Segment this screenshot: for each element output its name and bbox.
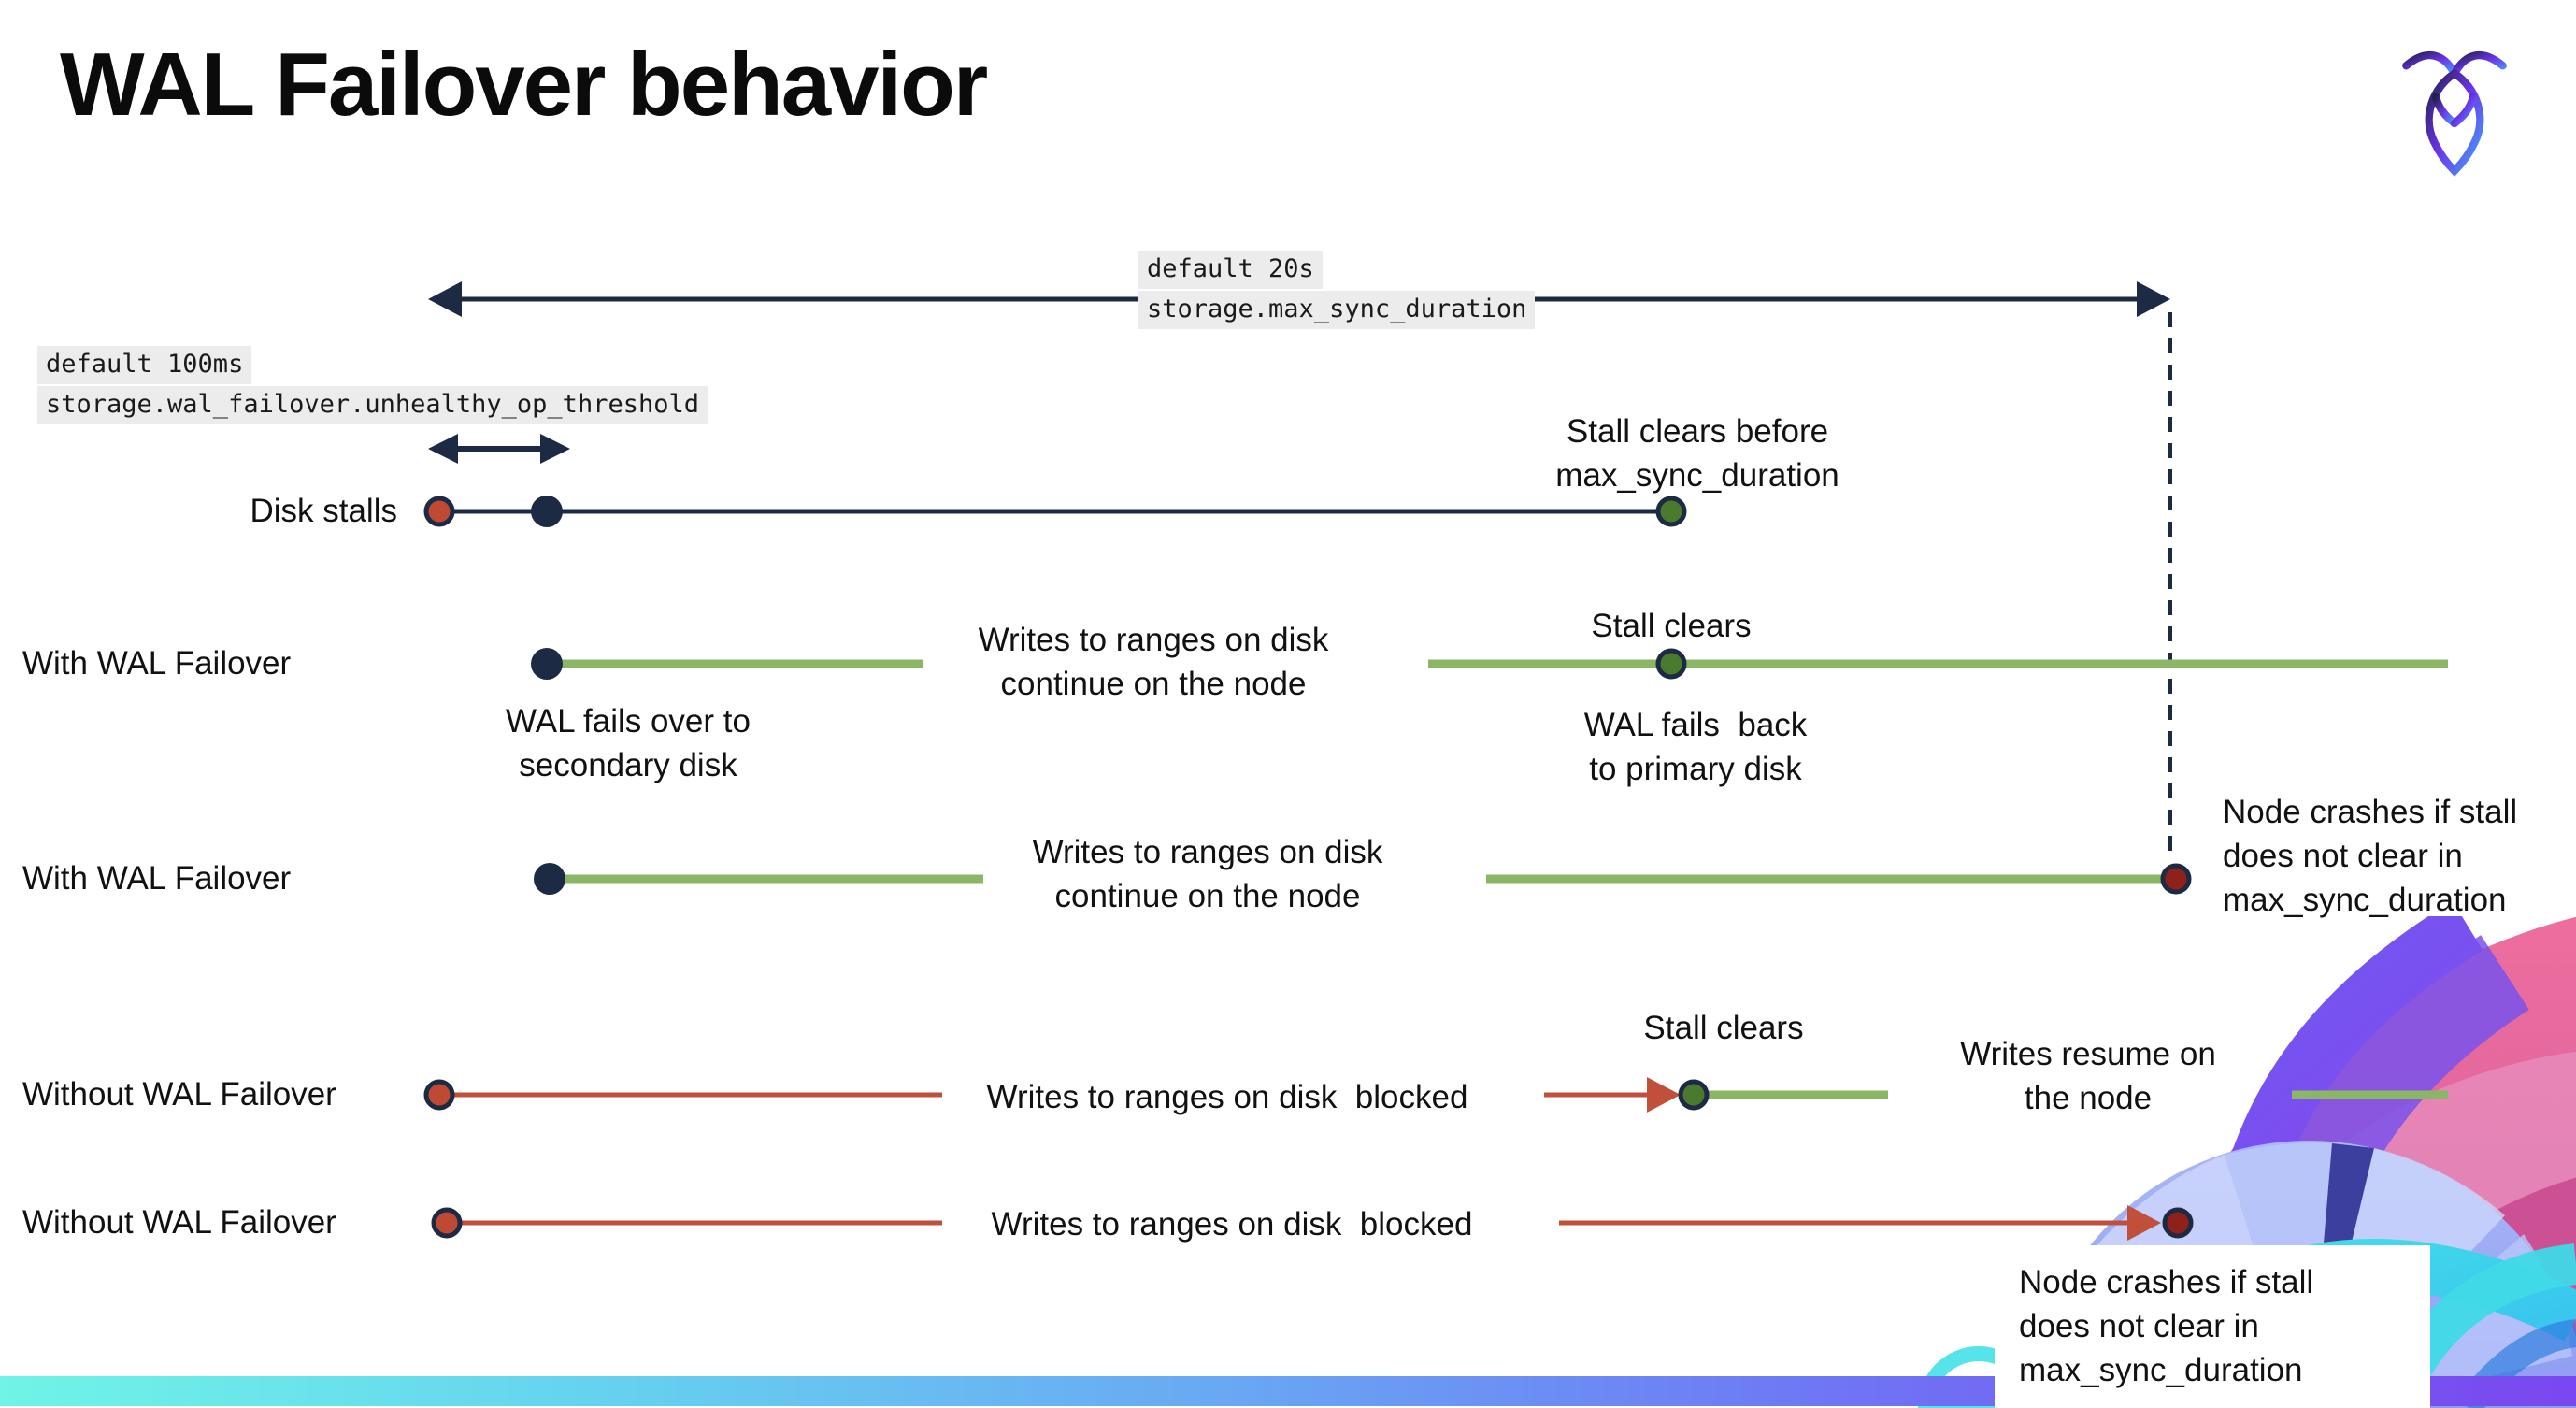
row-label-with-wal-failover-1: With WAL Failover bbox=[22, 645, 292, 682]
stall-start-dot-3 bbox=[431, 1207, 463, 1239]
timeline-with-failover-clears bbox=[531, 648, 2448, 680]
threshold-dot bbox=[531, 496, 563, 527]
threshold-setting-name: storage.wal_failover.unhealthy_op_thresh… bbox=[37, 386, 708, 424]
annotation-writes-blocked-2: Writes to ranges on disk blocked bbox=[991, 1206, 1473, 1243]
timeline-without-failover-crash bbox=[431, 1205, 2194, 1241]
max-sync-duration-caption: default 20s storage.max_sync_duration bbox=[1138, 251, 1536, 331]
timeline-with-failover-crash bbox=[534, 863, 2192, 895]
row-label-disk-stalls: Disk stalls bbox=[250, 493, 397, 529]
annotation-stall-clears-2: Stall clears bbox=[1643, 1010, 1804, 1046]
annotation-writes-continue-1: Writes to ranges on disk continue on the… bbox=[978, 622, 1329, 702]
annotation-writes-blocked-1: Writes to ranges on disk blocked bbox=[986, 1079, 1468, 1115]
threshold-default-value: default 100ms bbox=[37, 346, 252, 384]
page-title: WAL Failover behavior bbox=[60, 35, 988, 135]
row-label-without-wal-failover-2: Without WAL Failover bbox=[22, 1204, 336, 1241]
red-arrowhead bbox=[1647, 1077, 1681, 1113]
annotation-wal-fails-over: WAL fails over to secondary disk bbox=[506, 703, 751, 783]
max-sync-default-value: default 20s bbox=[1138, 251, 1323, 289]
stall-start-dot-2 bbox=[423, 1079, 455, 1111]
timeline-disk-stalls bbox=[423, 496, 1687, 527]
red-arrowhead-2 bbox=[2127, 1205, 2161, 1241]
annotation-node-crashes-1: Node crashes if stall does not clear in … bbox=[2223, 794, 2518, 918]
failover-dot bbox=[531, 648, 563, 680]
node-crash-dot bbox=[2160, 863, 2192, 895]
stall-clears-dot-2 bbox=[1678, 1079, 1710, 1111]
stall-start-dot bbox=[423, 496, 455, 527]
annotation-writes-resume: Writes resume on the node bbox=[1960, 1036, 2216, 1116]
annotation-wal-fails-back: WAL fails back to primary disk bbox=[1583, 707, 1808, 787]
timeline-without-failover-clears bbox=[423, 1077, 2448, 1113]
node-crash-dot-2 bbox=[2162, 1207, 2194, 1239]
node-crash-callout-box: Node crashes if stall does not clear in … bbox=[1995, 1245, 2430, 1408]
node-crash-callout-text: Node crashes if stall does not clear in … bbox=[2019, 1264, 2314, 1388]
stall-clears-dot bbox=[1655, 496, 1687, 527]
failback-dot bbox=[1655, 648, 1687, 680]
cockroachdb-logo-icon bbox=[2402, 50, 2507, 177]
row-label-without-wal-failover-1: Without WAL Failover bbox=[22, 1076, 336, 1113]
annotation-stall-clears-before: Stall clears before max_sync_duration bbox=[1555, 413, 1839, 494]
annotation-stall-clears-1: Stall clears bbox=[1591, 608, 1752, 644]
annotation-writes-continue-2: Writes to ranges on disk continue on the… bbox=[1032, 834, 1383, 914]
unhealthy-op-threshold-caption: default 100ms storage.wal_failover.unhea… bbox=[37, 346, 708, 426]
row-label-with-wal-failover-2: With WAL Failover bbox=[22, 860, 292, 897]
max-sync-setting-name: storage.max_sync_duration bbox=[1138, 291, 1536, 329]
failover-dot-2 bbox=[534, 863, 565, 895]
unhealthy-op-threshold-arrow bbox=[428, 434, 570, 464]
